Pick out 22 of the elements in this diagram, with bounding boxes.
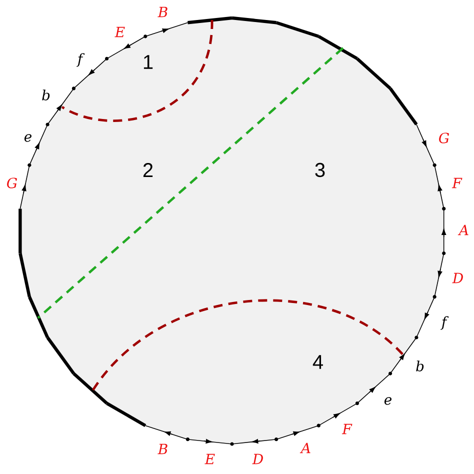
side-label: f bbox=[440, 316, 449, 330]
side-label: b bbox=[416, 360, 424, 372]
side-label: D bbox=[252, 454, 263, 464]
side-label: D bbox=[452, 272, 463, 284]
region-number: 3 bbox=[315, 162, 325, 178]
side-label: f bbox=[76, 53, 85, 67]
side-label: A bbox=[458, 224, 468, 236]
side-label: B bbox=[158, 6, 168, 18]
region-number: 2 bbox=[143, 163, 153, 177]
side-label: e bbox=[24, 134, 32, 142]
side-label: G bbox=[7, 178, 17, 188]
side-label: e bbox=[384, 397, 392, 405]
side-label: b bbox=[42, 90, 50, 100]
side-label: E bbox=[204, 454, 215, 464]
region-number: 1 bbox=[144, 55, 153, 69]
region-number: 4 bbox=[312, 355, 323, 369]
side-label: A bbox=[300, 442, 310, 454]
side-label: G bbox=[439, 132, 450, 144]
side-label: F bbox=[342, 424, 352, 434]
side-label: E bbox=[114, 26, 125, 38]
side-label: B bbox=[158, 444, 168, 454]
side-label: F bbox=[452, 178, 462, 188]
